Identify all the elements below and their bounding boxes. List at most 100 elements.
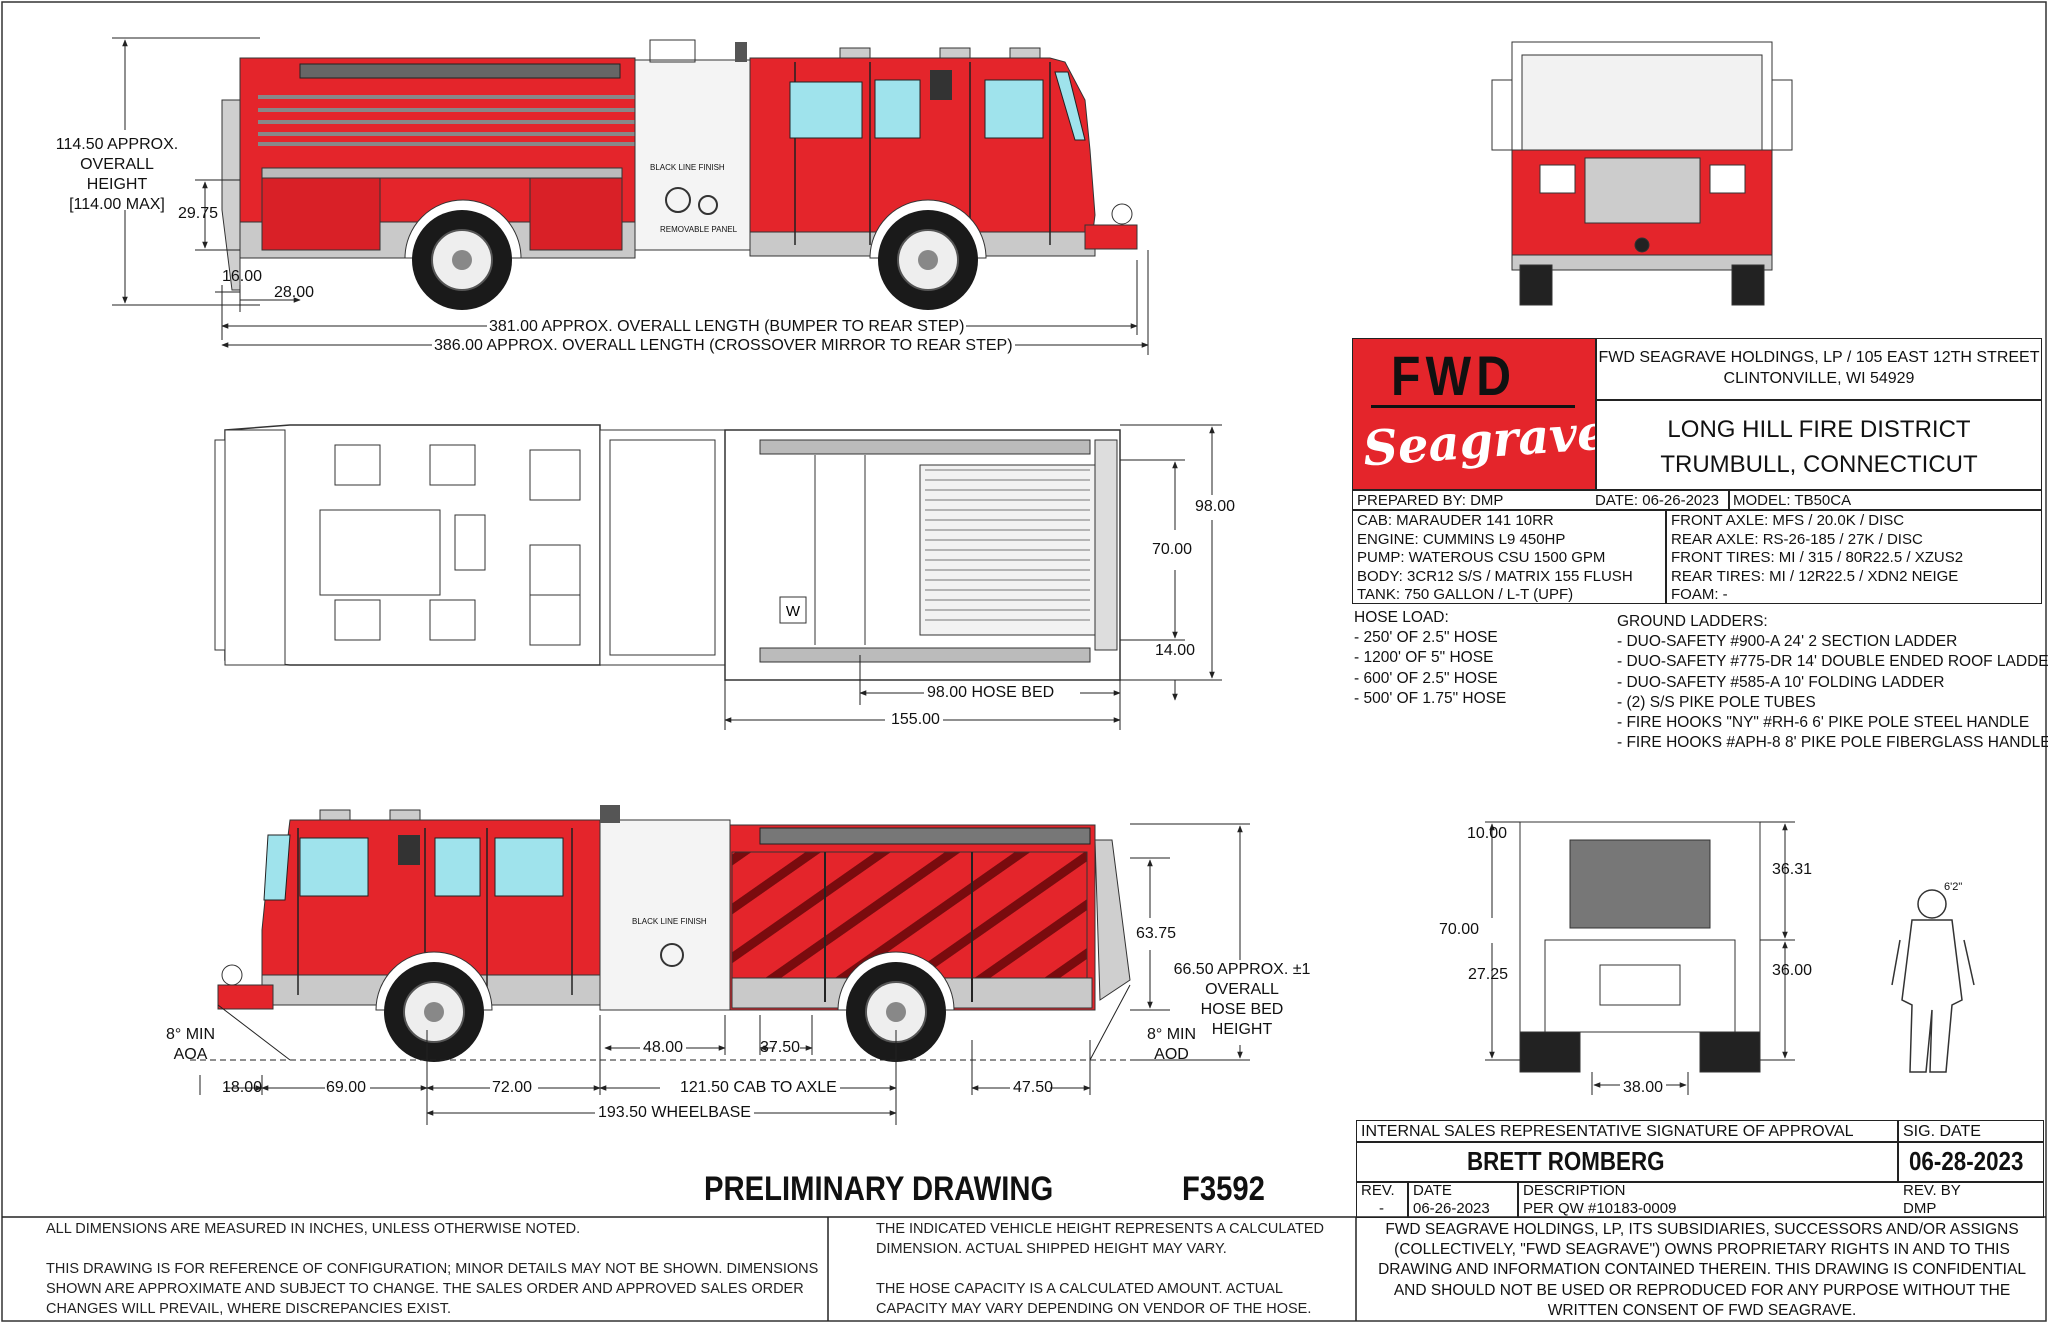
person-height: 6'2" (1944, 881, 1963, 893)
width-14: 14.00 (1155, 642, 1196, 659)
width-98: 98.00 (1195, 498, 1236, 515)
dimension-63-75: 63.75 (1136, 925, 1177, 942)
spec-front-tires: FRONT TIRES: MI / 315 / 80R22.5 / XZUS2 (1671, 549, 1964, 566)
dimension-16: 16.00 (222, 268, 263, 285)
sig-date-label: SIG. DATE (1903, 1123, 1981, 1140)
spec-body: BODY: 3CR12 S/S / MATRIX 155 FLUSH (1357, 567, 1633, 585)
hose-load-item: - 1200' OF 5" HOSE (1354, 649, 1494, 667)
wheelbase: 193.50 WHEELBASE (595, 1105, 754, 1121)
note-line: SHOWN ARE APPROXIMATE AND SUBJECT TO CHA… (46, 1281, 804, 1297)
customer-location: TRUMBULL, CONNECTICUT (1660, 451, 1978, 478)
rear-dimension-36-31: 36.31 (1772, 861, 1813, 878)
company-address-line2: CLINTONVILLE, WI 54929 (1723, 370, 1915, 387)
hose-load-section: HOSE LOAD: - 250' OF 2.5" HOSE - 1200' O… (1354, 608, 1506, 709)
plan-view-dimensions (724, 424, 1222, 730)
front-view (1491, 41, 1793, 306)
spec-cab: CAB: MARAUDER 141 10RR (1357, 512, 1554, 529)
rear-dimension-10: 10.00 (1467, 825, 1508, 842)
rear-view (1519, 821, 1761, 1073)
spec-pump: PUMP: WATEROUS CSU 1500 GPM (1357, 549, 1606, 566)
hose-load-title: HOSE LOAD: (1354, 609, 1449, 626)
side-view-driver (217, 805, 1131, 1062)
note-line: CHANGES WILL PREVAIL, WHERE DISCREPANCIE… (46, 1301, 452, 1317)
side-view-officer (221, 39, 1138, 310)
rev-by-header: REV. BY (1903, 1182, 1961, 1199)
dimension-28: 28.00 (274, 284, 315, 301)
dimension-69: 69.00 (326, 1079, 367, 1096)
ladder-item: - DUO-SAFETY #775-DR 14' DOUBLE ENDED RO… (1617, 653, 2048, 671)
driver-side-dimensions (190, 823, 1250, 1125)
dimension-47-5: 47.50 (1013, 1079, 1054, 1096)
hose-load-item: - 250' OF 2.5" HOSE (1354, 629, 1498, 647)
note-line (876, 1259, 1346, 1279)
logo-fwd-text: FWD (1391, 344, 1517, 407)
black-finish-label-driver: BLACK LINE FINISH (632, 917, 707, 926)
dimension-29-75: 29.75 (178, 205, 219, 222)
black-finish-label: BLACK LINE FINISH (650, 163, 725, 172)
approval-header: INTERNAL SALES REPRESENTATIVE SIGNATURE … (1361, 1123, 1854, 1140)
company-address-line1: FWD SEAGRAVE HOLDINGS, LP / 105 EAST 12T… (1598, 349, 2040, 366)
notes-general: ALL DIMENSIONS ARE MEASURED IN INCHES, U… (46, 1219, 826, 1319)
note-line: CAPACITY MAY VARY DEPENDING ON VENDOR OF… (876, 1301, 1312, 1317)
dimension-155: 155.00 (888, 712, 943, 728)
spec-rear-tires: REAR TIRES: MI / 12R22.5 / XDN2 NEIGE (1671, 567, 1959, 585)
rev-header: REV. (1361, 1182, 1395, 1199)
customer-name: LONG HILL FIRE DISTRICT (1667, 416, 1971, 443)
spec-foam: FOAM: - (1671, 586, 1728, 603)
spec-rear-axle: REAR AXLE: RS-26-185 / 27K / DISC (1671, 530, 1923, 548)
rear-dimension-36: 36.00 (1772, 962, 1813, 979)
ladder-item: - (2) S/S PIKE POLE TUBES (1617, 693, 1816, 711)
cab-to-axle: 121.50 CAB TO AXLE (677, 1080, 840, 1096)
note-line: THE HOSE CAPACITY IS A CALCULATED AMOUNT… (876, 1281, 1283, 1297)
hose-load-item: - 600' OF 2.5" HOSE (1354, 669, 1498, 687)
ladder-item: - FIRE HOOKS #APH-8 8' PIKE POLE FIBERGL… (1617, 734, 2048, 752)
overall-length-mirror: 386.00 APPROX. OVERALL LENGTH (CROSSOVER… (432, 337, 1015, 354)
rev-description: PER QW #10183-0009 (1523, 1200, 1677, 1217)
rear-dimension-70: 70.00 (1439, 921, 1480, 938)
ground-ladders-title: GROUND LADDERS: (1617, 613, 1768, 630)
drawing-date: DATE: 06-26-2023 (1595, 492, 1719, 509)
removable-panel-label: REMOVABLE PANEL (660, 225, 738, 234)
note-line (46, 1239, 826, 1259)
spec-engine: ENGINE: CUMMINS L9 450HP (1357, 530, 1566, 548)
firefighter-scale-figure (1891, 889, 1975, 1073)
dimension-48: 48.00 (643, 1039, 684, 1056)
overall-length-bumper: 381.00 APPROX. OVERALL LENGTH (BUMPER TO… (487, 318, 967, 335)
notes-height-capacity: THE INDICATED VEHICLE HEIGHT REPRESENTS … (876, 1219, 1346, 1319)
angle-of-departure: 8° MIN AOD (1146, 1026, 1197, 1063)
water-fill-label: W (786, 603, 801, 620)
hose-load-item: - 500' OF 1.75" HOSE (1354, 689, 1507, 707)
overall-height-dimension: 114.50 APPROX. OVERALL HEIGHT [114.00 MA… (55, 136, 179, 213)
note-line: THE INDICATED VEHICLE HEIGHT REPRESENTS … (876, 1221, 1324, 1237)
rev-number: - (1379, 1200, 1384, 1217)
spec-tank: TANK: 750 GALLON / L-T (UPF) (1357, 586, 1574, 603)
approver-name: BRETT ROMBERG (1467, 1146, 1665, 1176)
rev-date-header: DATE (1413, 1182, 1452, 1199)
note-line: DIMENSION. ACTUAL SHIPPED HEIGHT MAY VAR… (876, 1241, 1227, 1257)
signature-date: 06-28-2023 (1909, 1146, 2024, 1176)
ladder-item: - DUO-SAFETY #585-A 10' FOLDING LADDER (1617, 673, 1945, 691)
hose-bed-length: 98.00 HOSE BED (924, 685, 1058, 701)
plan-view (214, 424, 1121, 681)
rev-date: 06-26-2023 (1413, 1200, 1490, 1217)
note-line: ALL DIMENSIONS ARE MEASURED IN INCHES, U… (46, 1221, 581, 1237)
ladder-item: - DUO-SAFETY #900-A 24' 2 SECTION LADDER (1617, 633, 1958, 651)
drawing-status: PRELIMINARY DRAWING (704, 1170, 1054, 1208)
logo-seagrave-text: Seagrave (1361, 404, 1610, 478)
ground-ladders-section: GROUND LADDERS: - DUO-SAFETY #900-A 24' … (1617, 612, 2048, 753)
dimension-37-5: 37.50 (760, 1039, 801, 1056)
rear-dimension-27-25: 27.25 (1468, 966, 1509, 983)
model: MODEL: TB50CA (1733, 492, 1852, 509)
proprietary-notice: FWD SEAGRAVE HOLDINGS, LP, ITS SUBSIDIAR… (1378, 1221, 2026, 1319)
dimension-72: 72.00 (492, 1079, 533, 1096)
prepared-by: PREPARED BY: DMP (1357, 492, 1504, 509)
drawing-number: F3592 (1182, 1170, 1265, 1208)
ladder-item: - FIRE HOOKS "NY" #RH-6 6' PIKE POLE STE… (1617, 714, 2030, 732)
angle-of-approach: 8° MIN AOA (165, 1026, 216, 1063)
dimension-18: 18.00 (222, 1079, 263, 1096)
hose-bed-height: 66.50 APPROX. ±1 OVERALL HOSE BED HEIGHT (1173, 961, 1311, 1038)
fwd-seagrave-logo: FWD Seagrave (1353, 339, 1609, 489)
title-block: FWD Seagrave FWD SEAGRAVE HOLDINGS, LP /… (1352, 338, 2042, 604)
approval-block: INTERNAL SALES REPRESENTATIVE SIGNATURE … (1356, 1120, 2044, 1218)
